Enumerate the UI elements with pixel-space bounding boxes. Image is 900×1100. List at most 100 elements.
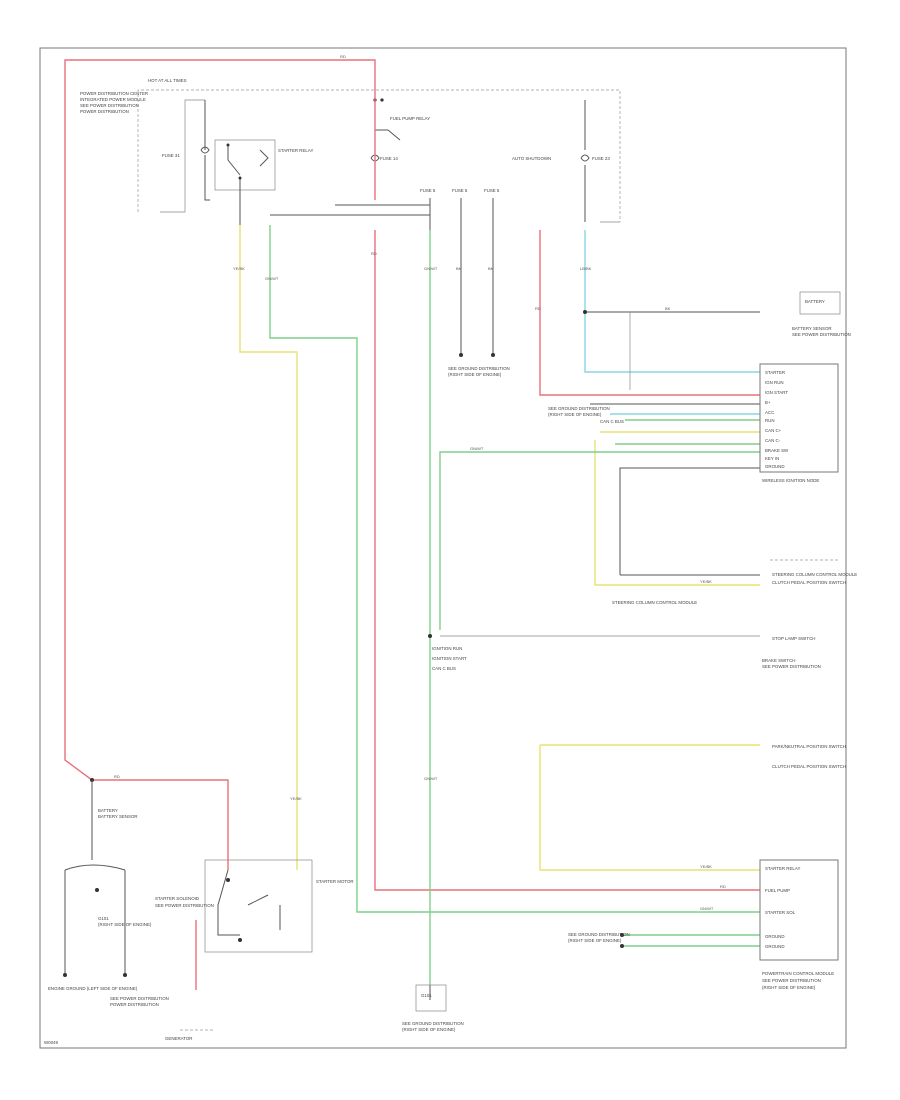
svg-text:GN/WT: GN/WT — [424, 776, 438, 781]
svg-text:YE/BK: YE/BK — [290, 796, 302, 801]
starter-motor: STARTER MOTOR STARTER SOLENOID SEE POWER… — [155, 859, 354, 1041]
starter-relay: STARTER RELAY — [214, 139, 313, 225]
svg-text:STEERING COLUMN CONTROL MODULE: STEERING COLUMN CONTROL MODULE — [612, 600, 697, 605]
svg-text:RUN: RUN — [765, 418, 775, 423]
svg-text:FUSE 5: FUSE 5 — [420, 188, 436, 193]
svg-text:ACC: ACC — [765, 410, 774, 415]
svg-text:GROUND: GROUND — [765, 464, 785, 469]
svg-text:INTEGRATED POWER MODULE: INTEGRATED POWER MODULE — [80, 97, 146, 102]
svg-text:GROUND: GROUND — [765, 944, 785, 949]
svg-text:STARTER SOL: STARTER SOL — [765, 910, 796, 915]
svg-text:CAN C BUS: CAN C BUS — [432, 666, 456, 671]
svg-text:WIRELESS IGNITION NODE: WIRELESS IGNITION NODE — [762, 478, 819, 483]
svg-text:CLUTCH PEDAL POSITION SWITCH: CLUTCH PEDAL POSITION SWITCH — [772, 580, 846, 585]
svg-text:BATTERY: BATTERY — [805, 299, 825, 304]
park-neutral-switch: PARK/NEUTRAL POSITION SWITCH CLUTCH PEDA… — [772, 744, 846, 769]
red-wire: RD RD RD RD RD — [64, 54, 760, 990]
svg-text:B+: B+ — [765, 400, 771, 405]
svg-text:SEE POWER DISTRIBUTION: SEE POWER DISTRIBUTION — [110, 996, 169, 1001]
svg-text:GN/WT: GN/WT — [265, 276, 279, 281]
yellow-wire: YE/BK YE/BK YE/BK YE/BK — [233, 225, 760, 871]
svg-text:YE/BK: YE/BK — [233, 266, 245, 271]
cyan-wire: LB/BK — [580, 230, 760, 415]
svg-text:POWER DISTRIBUTION: POWER DISTRIBUTION — [110, 1002, 159, 1007]
svg-text:SEE POWER DISTRIBUTION: SEE POWER DISTRIBUTION — [762, 664, 821, 669]
footer-generator: GENERATOR — [165, 1036, 192, 1041]
battery-section: BATTERY BATTERY SENSOR G101 (RIGHT SIDE … — [48, 780, 169, 1007]
svg-text:SEE GROUND DISTRIBUTION: SEE GROUND DISTRIBUTION — [548, 406, 610, 411]
svg-text:STARTER RELAY: STARTER RELAY — [278, 148, 313, 153]
svg-text:FUSE 14: FUSE 14 — [380, 156, 398, 161]
svg-text:POWERTRAIN CONTROL MODULE: POWERTRAIN CONTROL MODULE — [762, 971, 834, 976]
svg-text:GN/WT: GN/WT — [424, 266, 438, 271]
svg-text:IGN RUN: IGN RUN — [765, 380, 784, 385]
fuse-a: FUSE 31 — [162, 100, 210, 201]
svg-text:(RIGHT SIDE OF ENGINE): (RIGHT SIDE OF ENGINE) — [448, 372, 502, 377]
svg-text:KEY IN: KEY IN — [765, 456, 779, 461]
svg-text:SEE GROUND DISTRIBUTION: SEE GROUND DISTRIBUTION — [568, 932, 630, 937]
svg-text:LB/BK: LB/BK — [580, 266, 592, 271]
svg-text:SEE GROUND DISTRIBUTION: SEE GROUND DISTRIBUTION — [402, 1021, 464, 1026]
svg-text:BATTERY: BATTERY — [98, 808, 118, 813]
svg-text:(RIGHT SIDE OF ENGINE): (RIGHT SIDE OF ENGINE) — [402, 1027, 456, 1032]
svg-text:FUEL PUMP RELAY: FUEL PUMP RELAY — [390, 116, 430, 121]
svg-text:PARK/NEUTRAL POSITION SWITCH: PARK/NEUTRAL POSITION SWITCH — [772, 744, 846, 749]
svg-text:GN/WT: GN/WT — [700, 906, 714, 911]
svg-text:IGN START: IGN START — [765, 390, 788, 395]
svg-text:(RIGHT SIDE OF ENGINE): (RIGHT SIDE OF ENGINE) — [98, 922, 152, 927]
svg-text:FUSE 5: FUSE 5 — [484, 188, 500, 193]
svg-text:YE/BK: YE/BK — [700, 579, 712, 584]
svg-text:G101: G101 — [421, 993, 432, 998]
svg-text:SEE POWER DISTRIBUTION: SEE POWER DISTRIBUTION — [80, 103, 139, 108]
svg-text:RD: RD — [340, 54, 346, 59]
diagram-frame — [39, 47, 847, 1049]
svg-text:STARTER: STARTER — [765, 370, 785, 375]
svg-text:FUEL PUMP: FUEL PUMP — [765, 888, 790, 893]
svg-text:IGNITION RUN: IGNITION RUN — [432, 646, 462, 651]
svg-text:CAN C BUS: CAN C BUS — [600, 419, 624, 424]
bus-label-stack: IGNITION RUN IGNITION START CAN C BUS — [432, 646, 467, 671]
svg-text:(RIGHT SIDE OF ENGINE): (RIGHT SIDE OF ENGINE) — [762, 985, 816, 990]
powertrain-control-module: STARTER RELAY FUEL PUMP STARTER SOL GROU… — [568, 859, 839, 990]
ground-note-label: SEE GROUND DISTRIBUTION — [448, 366, 510, 371]
svg-text:STOP LAMP SWITCH: STOP LAMP SWITCH — [772, 636, 815, 641]
steering-column-module: STEERING COLUMN CONTROL MODULE CLUTCH PE… — [612, 559, 857, 605]
svg-text:STARTER SOLENOID: STARTER SOLENOID — [155, 896, 199, 901]
svg-text:FUSE 5: FUSE 5 — [452, 188, 468, 193]
svg-text:RD: RD — [371, 251, 377, 256]
svg-text:RD: RD — [535, 306, 541, 311]
svg-text:CAN C+: CAN C+ — [765, 428, 782, 433]
fuse-c-group: FUSE 5 FUSE 5 FUSE 5 — [270, 188, 500, 230]
svg-text:FUSE 23: FUSE 23 — [592, 156, 610, 161]
svg-text:STARTER RELAY: STARTER RELAY — [765, 866, 800, 871]
wireless-ignition-node: WIRELESS IGNITION NODE STARTER IGN RUN I… — [759, 363, 839, 483]
svg-text:IGNITION START: IGNITION START — [432, 656, 467, 661]
svg-text:(RIGHT SIDE OF ENGINE): (RIGHT SIDE OF ENGINE) — [548, 412, 602, 417]
svg-text:SEE POWER DISTRIBUTION: SEE POWER DISTRIBUTION — [762, 978, 821, 983]
svg-text:ENGINE GROUND (LEFT SIDE OF EN: ENGINE GROUND (LEFT SIDE OF ENGINE) — [48, 986, 138, 991]
svg-text:STARTER MOTOR: STARTER MOTOR — [316, 879, 354, 884]
footer-left-code: W0049 — [44, 1040, 58, 1045]
black-wire: BK BK BK — [429, 230, 760, 1000]
svg-text:BRAKE SWITCH: BRAKE SWITCH — [762, 658, 795, 663]
svg-text:YE/BK: YE/BK — [700, 864, 712, 869]
svg-text:CAN C-: CAN C- — [765, 438, 781, 443]
svg-text:BK: BK — [665, 306, 671, 311]
svg-text:GROUND: GROUND — [765, 934, 785, 939]
svg-text:POWER DISTRIBUTION: POWER DISTRIBUTION — [80, 109, 129, 114]
svg-text:SEE POWER DISTRIBUTION: SEE POWER DISTRIBUTION — [792, 332, 851, 337]
svg-text:(RIGHT SIDE OF ENGINE): (RIGHT SIDE OF ENGINE) — [568, 938, 622, 943]
svg-text:G101: G101 — [98, 916, 109, 921]
svg-text:RD: RD — [114, 774, 120, 779]
svg-text:AUTO SHUTDOWN: AUTO SHUTDOWN — [512, 156, 551, 161]
pdc-label: POWER DISTRIBUTION CENTER — [80, 91, 148, 96]
power-distribution-center: HOT AT ALL TIMES POWER DISTRIBUTION CENT… — [80, 78, 621, 223]
svg-text:CLUTCH PEDAL POSITION SWITCH: CLUTCH PEDAL POSITION SWITCH — [772, 764, 846, 769]
main-feed-bus: FUEL PUMP RELAY FUSE 14 — [370, 90, 430, 200]
svg-text:BK: BK — [488, 266, 494, 271]
svg-text:RD: RD — [720, 884, 726, 889]
svg-text:SEE POWER DISTRIBUTION: SEE POWER DISTRIBUTION — [155, 903, 214, 908]
svg-text:FUSE 31: FUSE 31 — [162, 153, 180, 158]
battery-sensor: BATTERY BATTERY SENSOR SEE POWER DISTRIB… — [792, 291, 851, 337]
